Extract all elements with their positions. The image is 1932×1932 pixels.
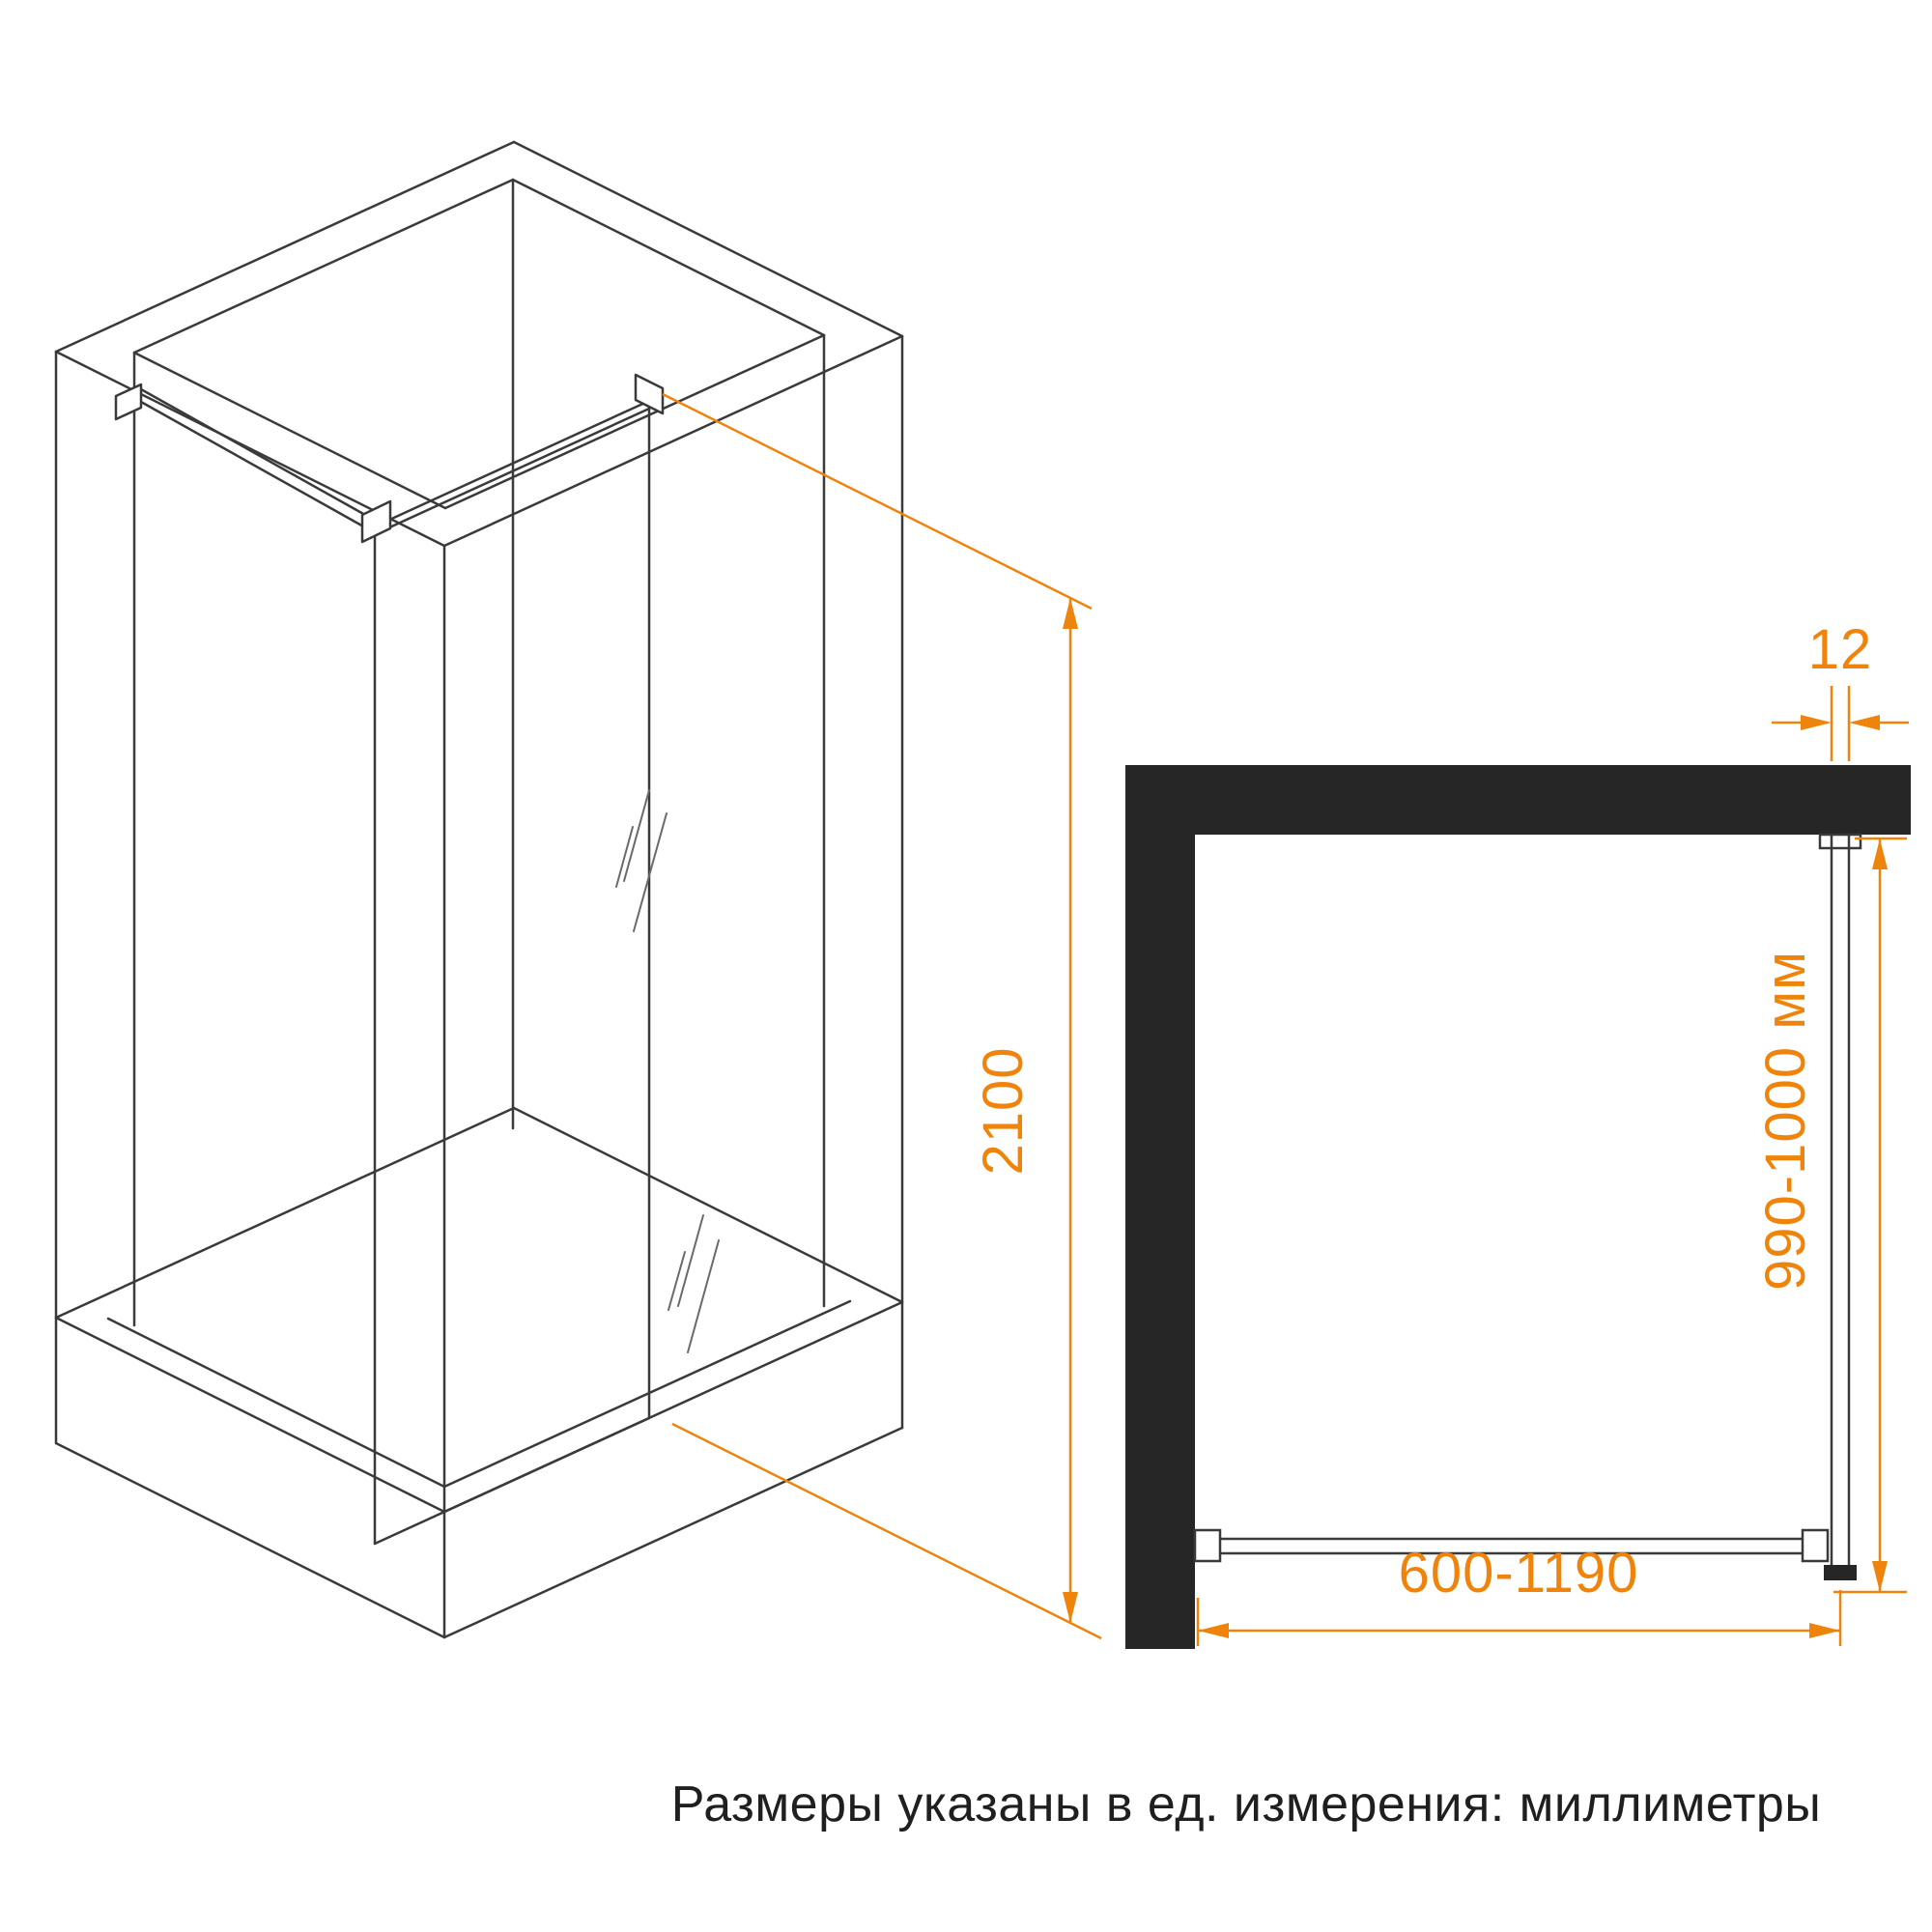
plan-side-wall [1125,765,1195,1649]
glass-wall-bracket [634,373,665,415]
plan-structure [1193,833,1862,1580]
arrow-left-icon [1849,715,1880,730]
enclosure-frame-wireframe [54,140,904,1639]
arrow-right-icon [1801,715,1832,730]
units-caption: Размеры указаны в ед. измерения: миллиме… [671,1776,1821,1833]
glass-thickness-label: 12 [1808,618,1873,681]
plan-bar-wall-block [1193,1528,1222,1563]
plan-bar-glass-block [1801,1528,1830,1563]
plan-back-wall [1125,765,1911,835]
plan-glass-panel [1818,833,1862,1580]
glass-reflection-marks [615,789,720,1353]
plan-glass-end-cap [1824,1565,1857,1580]
width-dimension: 600-1190 [1196,1542,1842,1646]
plan-glass-wall-bracket [1818,833,1862,850]
arrow-right-icon [1809,1623,1840,1638]
arrow-down-icon [1063,1592,1078,1623]
glass-panel [373,399,651,1546]
height-dimension-label: 2100 [972,1046,1035,1175]
plan-view: 12 990-1000 мм 600-1190 [1125,618,1911,1649]
shower-tray [54,1106,904,1639]
isometric-view [54,140,904,1639]
wall-mount-plate [114,383,143,421]
glass-thickness-dimension: 12 [1772,618,1909,761]
depth-dimension: 990-1000 мм [1754,837,1907,1594]
plan-walls [1125,765,1911,1649]
glass-clamp [360,499,392,544]
arrow-left-icon [1198,1623,1229,1638]
support-bar [114,383,392,544]
width-dimension-label: 600-1190 [1399,1542,1639,1605]
plan-support-bar [1193,1528,1830,1563]
arrow-up-icon [1063,598,1078,629]
arrow-down-icon [1872,1561,1888,1592]
arrow-up-icon [1872,838,1888,869]
height-dimension: 2100 [662,392,1102,1640]
depth-dimension-label: 990-1000 мм [1754,951,1817,1291]
